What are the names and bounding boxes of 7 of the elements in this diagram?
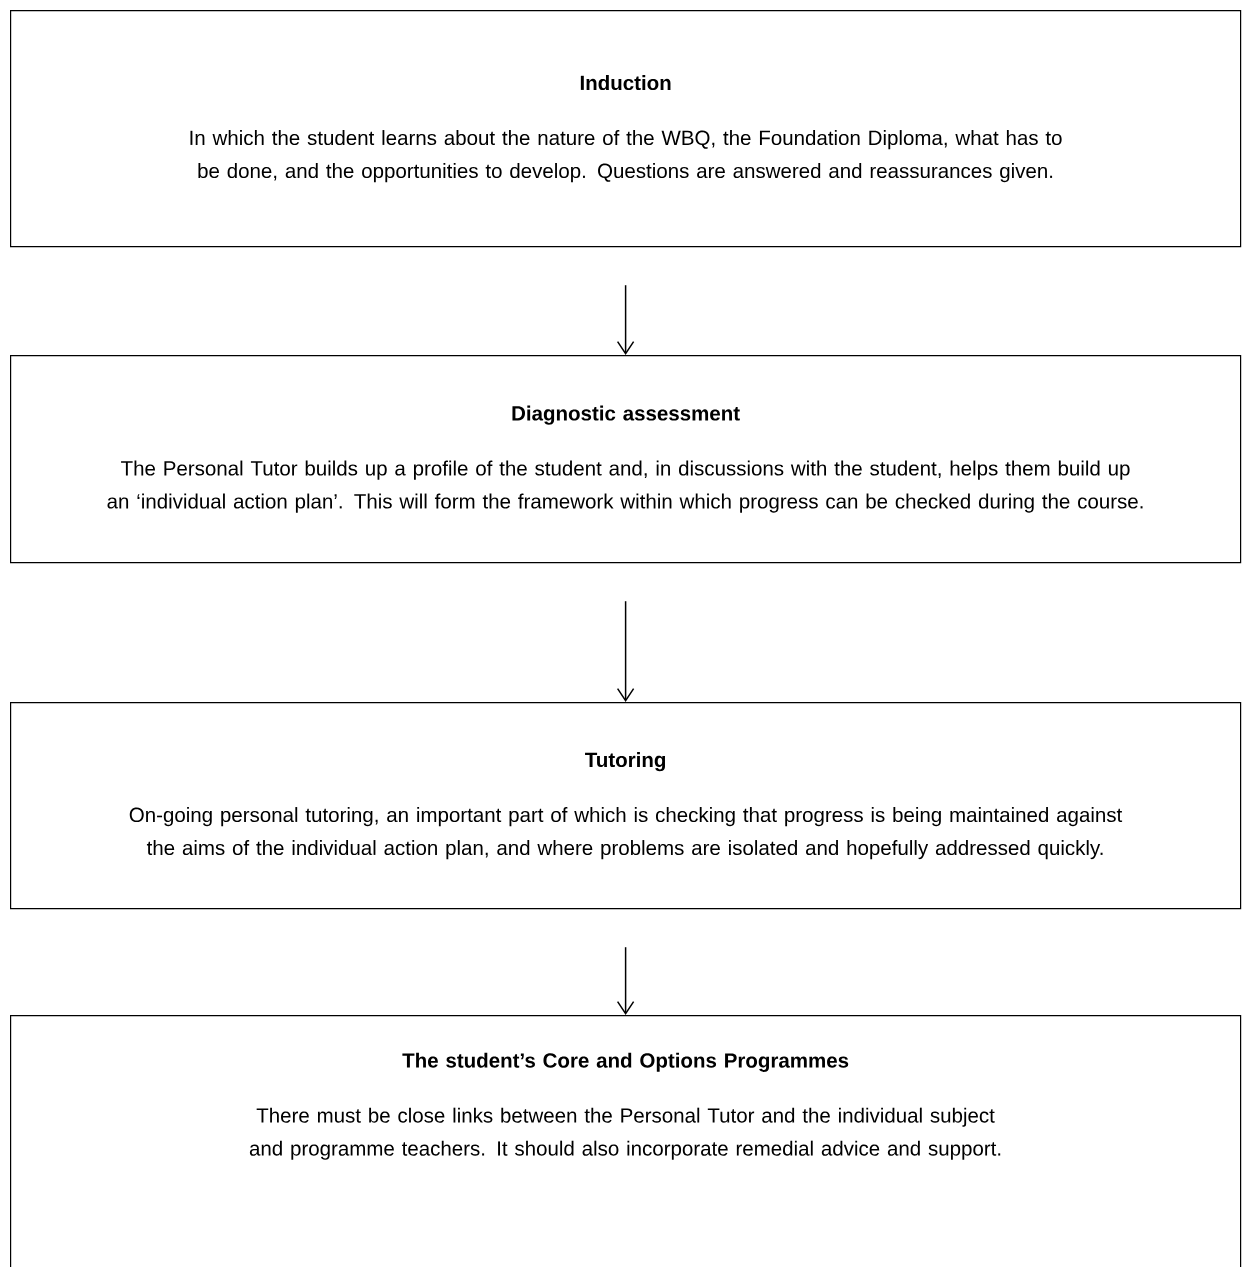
- arrow: [616, 946, 635, 1015]
- process-box: Diagnostic assessment The Personal Tutor builds up a profile of the student and, in discussions with the student, helps them build up an ‘individual action plan’. This will form the framework within which progress can be checked during the course.: [10, 355, 1242, 564]
- process-box: Induction In which the student learns about the nature of the WBQ, the Foundation Diploma, what has to be done, and the opportunities to develop. Questions are answered and reassurances given.: [10, 10, 1242, 248]
- process-box: The student’s Core and Options Programmes There must be close links between the Personal Tutor and the individual subject and programme teachers. It should also incorporate remedial advice and support.: [10, 1015, 1242, 1267]
- process-box: Tutoring On-going personal tutoring, an important part of which is checking that progress is being maintained against the aims of the individual action plan, and where problems are isolated and hopefully addressed quickly.: [10, 702, 1242, 910]
- arrow: [616, 600, 635, 702]
- arrow: [616, 284, 635, 355]
